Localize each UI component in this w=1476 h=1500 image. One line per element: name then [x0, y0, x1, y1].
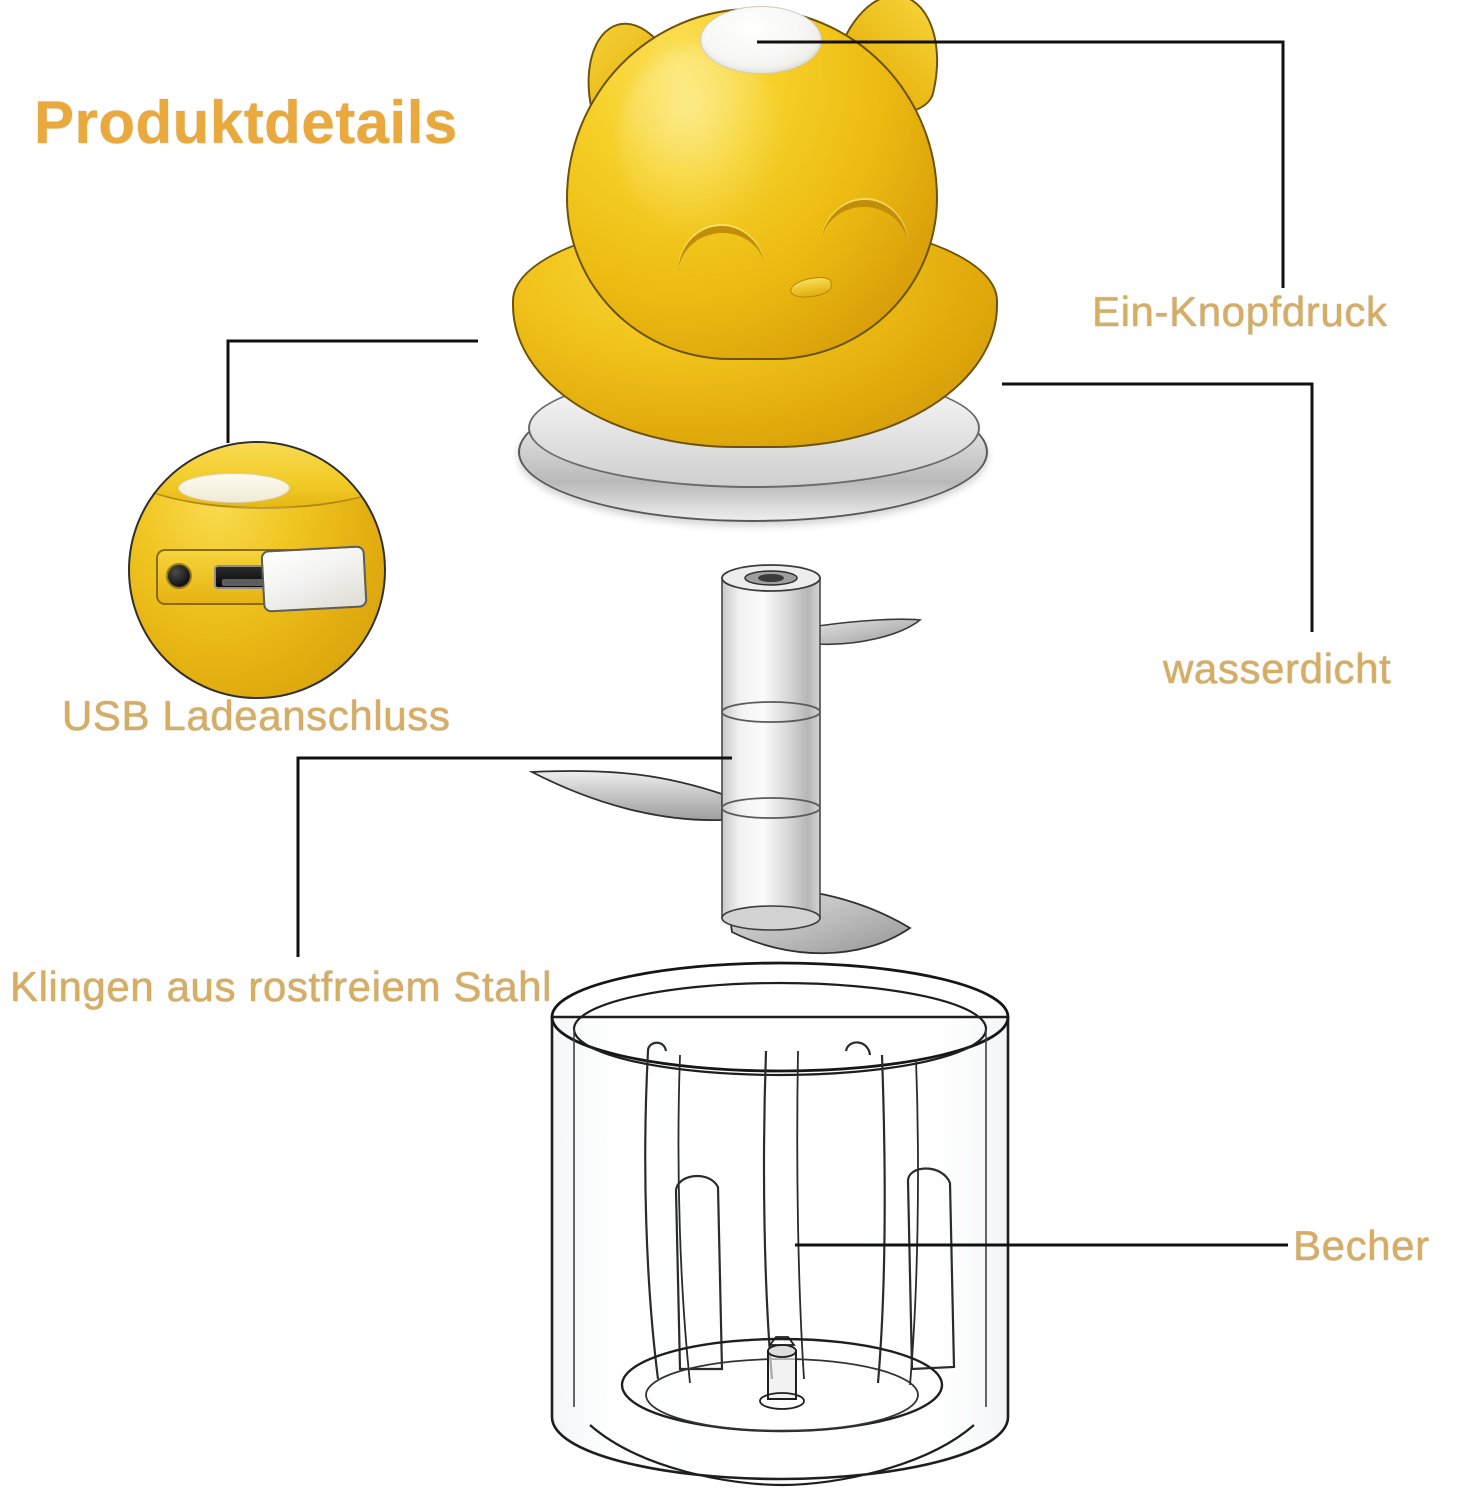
usb-rubber-flap — [260, 545, 368, 613]
cup-image — [530, 955, 1030, 1500]
charge-indicator-icon — [166, 563, 192, 589]
shaft-coupler-bore — [758, 574, 784, 582]
callout-label-usb: USB Ladeanschluss — [62, 692, 451, 739]
cup-rib-3 — [876, 1054, 886, 1384]
cup-rib-3b — [909, 1058, 919, 1386]
blade-shaft — [721, 577, 821, 919]
cup-paddle-left — [674, 1174, 724, 1371]
power-button[interactable] — [700, 6, 822, 74]
callout-label-button: Ein-Knopfdruck — [1092, 288, 1388, 335]
cup-rib-2 — [762, 1050, 774, 1380]
cup-spindle — [767, 1350, 797, 1400]
callout-label-cup: Becher — [1293, 1222, 1430, 1269]
cup-rim-outer — [550, 961, 1010, 1073]
page-title: Produktdetails — [34, 89, 458, 156]
blade-upper — [817, 618, 923, 646]
lid-highlight — [618, 46, 786, 236]
cup-base-line — [589, 1424, 975, 1487]
cup-rib-2b — [796, 1050, 805, 1380]
leader-line-waterproof — [1002, 382, 1314, 632]
cup-spindle-coupler — [768, 1336, 796, 1346]
blade-assembly-svg — [528, 564, 923, 955]
shaft-bottom-cap — [721, 905, 821, 931]
cup-spindle-top — [767, 1344, 797, 1358]
usb-detail-inset — [128, 441, 386, 699]
shaft-ring-upper — [721, 701, 821, 723]
cup-rib-1 — [644, 1050, 660, 1380]
callout-label-waterproof: wasserdicht — [1163, 645, 1392, 692]
usb-inset-button-oval — [178, 473, 290, 503]
leader-line-usb — [226, 339, 478, 443]
cup-spindle-base — [759, 1392, 805, 1410]
cup-rib-1b — [677, 1054, 691, 1384]
cup-body — [550, 1015, 1010, 1481]
cup-paddle-right — [906, 1167, 956, 1371]
blade-assembly-image — [500, 540, 970, 990]
cup-rib-hook-1 — [646, 1041, 668, 1052]
cup-svg — [550, 961, 1010, 1487]
callout-label-blades: Klingen aus rostfreiem Stahl — [10, 963, 553, 1010]
cup-rib-hook-3 — [844, 1041, 872, 1056]
blade-middle — [528, 770, 723, 822]
product-lid-image — [500, 0, 1040, 540]
